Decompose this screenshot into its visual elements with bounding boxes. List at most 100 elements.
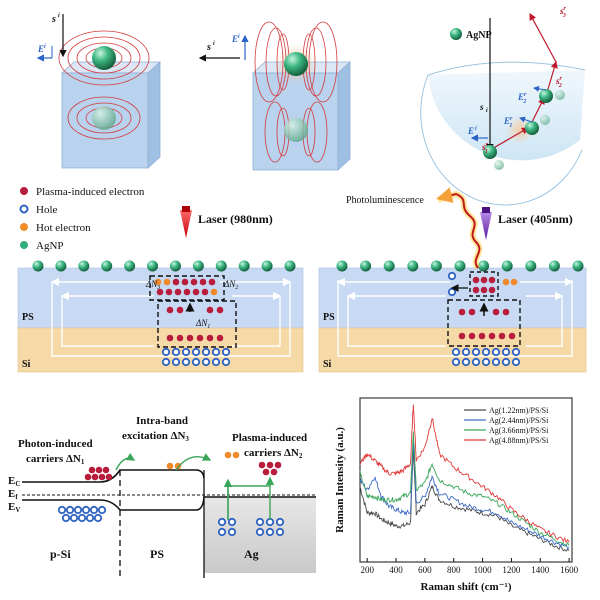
hole-dot xyxy=(217,527,227,537)
electron-dot xyxy=(172,278,180,286)
electron-dot xyxy=(102,466,110,474)
electron-dot xyxy=(508,332,516,340)
hole-dot xyxy=(491,347,501,357)
electron-dot xyxy=(183,288,191,296)
hot-electron-dot xyxy=(232,451,240,459)
hole-dot xyxy=(217,517,227,527)
carrier-box-d-top xyxy=(469,271,499,297)
hot-electron-dot xyxy=(502,278,510,286)
electron-dot xyxy=(480,276,488,284)
region-ag: Ag xyxy=(244,547,259,561)
agnp-dot xyxy=(430,260,442,272)
hole-dot xyxy=(491,357,501,367)
e-i-label-b: E xyxy=(467,126,474,136)
hole-dot xyxy=(161,347,171,357)
electron-dot xyxy=(502,308,510,316)
hole-dot xyxy=(73,505,83,515)
ef-label: Ef xyxy=(8,488,18,501)
electron-dot xyxy=(274,461,282,469)
hole-dot xyxy=(171,347,181,357)
ps-layer xyxy=(17,267,304,329)
hole-dot xyxy=(69,513,79,523)
hole-dot xyxy=(275,517,285,527)
x-tick-label: 1600 xyxy=(560,565,579,575)
hot-electron-dot xyxy=(166,462,174,470)
x-tick-label: 1200 xyxy=(502,565,521,575)
hole-dot xyxy=(181,347,191,357)
legend-text-4: Ag(4.88nm)/PS/Si xyxy=(489,436,549,445)
electron-dot xyxy=(165,288,173,296)
photoluminescence-arrow xyxy=(436,187,481,269)
carriers-c xyxy=(154,278,231,367)
agnp-dot xyxy=(454,260,466,272)
x-tick-label: 1400 xyxy=(531,565,550,575)
legend-label-1: Hole xyxy=(36,204,58,216)
electron-dot xyxy=(488,276,496,284)
legend-label-2: Hot electron xyxy=(36,222,91,234)
hole-dot xyxy=(191,357,201,367)
hole-dot xyxy=(65,505,75,515)
current-loops-d xyxy=(336,277,574,357)
hole-dot xyxy=(451,357,461,367)
agnp-dot xyxy=(548,260,560,272)
agnp-dot xyxy=(284,260,296,272)
agnp-dot xyxy=(147,260,159,272)
carrier-box-dn1 xyxy=(157,300,237,348)
electron-dot xyxy=(201,288,209,296)
electron-dot xyxy=(270,468,278,476)
scattering-nanoparticles xyxy=(483,89,565,170)
current-loops-c xyxy=(50,277,292,357)
s-i-label-2: s xyxy=(206,42,211,53)
panel-e-band-diagram: EC Ef EV Photon-induced carriers ΔN1 Int… xyxy=(8,415,316,578)
hole-dot xyxy=(447,287,457,297)
agnp-dot xyxy=(32,260,44,272)
laser-label-980: Laser (980nm) xyxy=(198,212,273,226)
agnp-dot xyxy=(101,260,113,272)
photon-carriers-label: carriers ΔN1 xyxy=(26,453,85,466)
s-i-label-1: s xyxy=(51,14,56,25)
hole-dot xyxy=(511,347,521,357)
hole-dot xyxy=(511,357,521,367)
electron-dot xyxy=(166,334,174,342)
band-carriers xyxy=(57,451,285,537)
agnp-sphere xyxy=(92,46,116,70)
electron-dot xyxy=(262,468,270,476)
electron-dot xyxy=(478,332,486,340)
hole-dot xyxy=(471,357,481,367)
plasma-induced-label: Plasma-induced xyxy=(232,432,307,444)
electron-dot xyxy=(206,306,214,314)
hole-dot xyxy=(181,357,191,367)
electron-dot xyxy=(480,286,488,294)
electron-dot xyxy=(98,473,106,481)
electron-dot xyxy=(84,473,92,481)
electron-dot xyxy=(472,276,480,284)
electron-dot xyxy=(216,306,224,314)
e-i-sup-b: i xyxy=(475,126,477,132)
dn3-label: ΔN3 xyxy=(145,279,160,291)
hole-dot xyxy=(97,505,107,515)
legend-marker-2 xyxy=(20,223,28,231)
agnp-dot xyxy=(336,260,348,272)
agnp-dot xyxy=(124,260,136,272)
region-ps: PS xyxy=(150,547,164,561)
e-i-sup-1: i xyxy=(44,44,46,50)
hole-dot xyxy=(93,513,103,523)
electron-dot xyxy=(88,466,96,474)
e2r-arrow xyxy=(533,85,547,92)
hole-dot xyxy=(255,517,265,527)
e-i-label-2: E xyxy=(231,34,238,44)
legend-text-2: Ag(2.44nm)/PS/Si xyxy=(489,416,549,425)
hole-dot xyxy=(161,357,171,367)
series-group xyxy=(359,404,570,552)
electron-dot xyxy=(176,334,184,342)
s-i-sup-2: i xyxy=(213,41,215,47)
electron-dot xyxy=(156,288,164,296)
legend-label-3: AgNP xyxy=(36,240,64,252)
agnp-dot xyxy=(78,260,90,272)
agnp-dot xyxy=(169,260,181,272)
agnp-dot xyxy=(525,260,537,272)
legend-marker-0 xyxy=(20,187,28,195)
